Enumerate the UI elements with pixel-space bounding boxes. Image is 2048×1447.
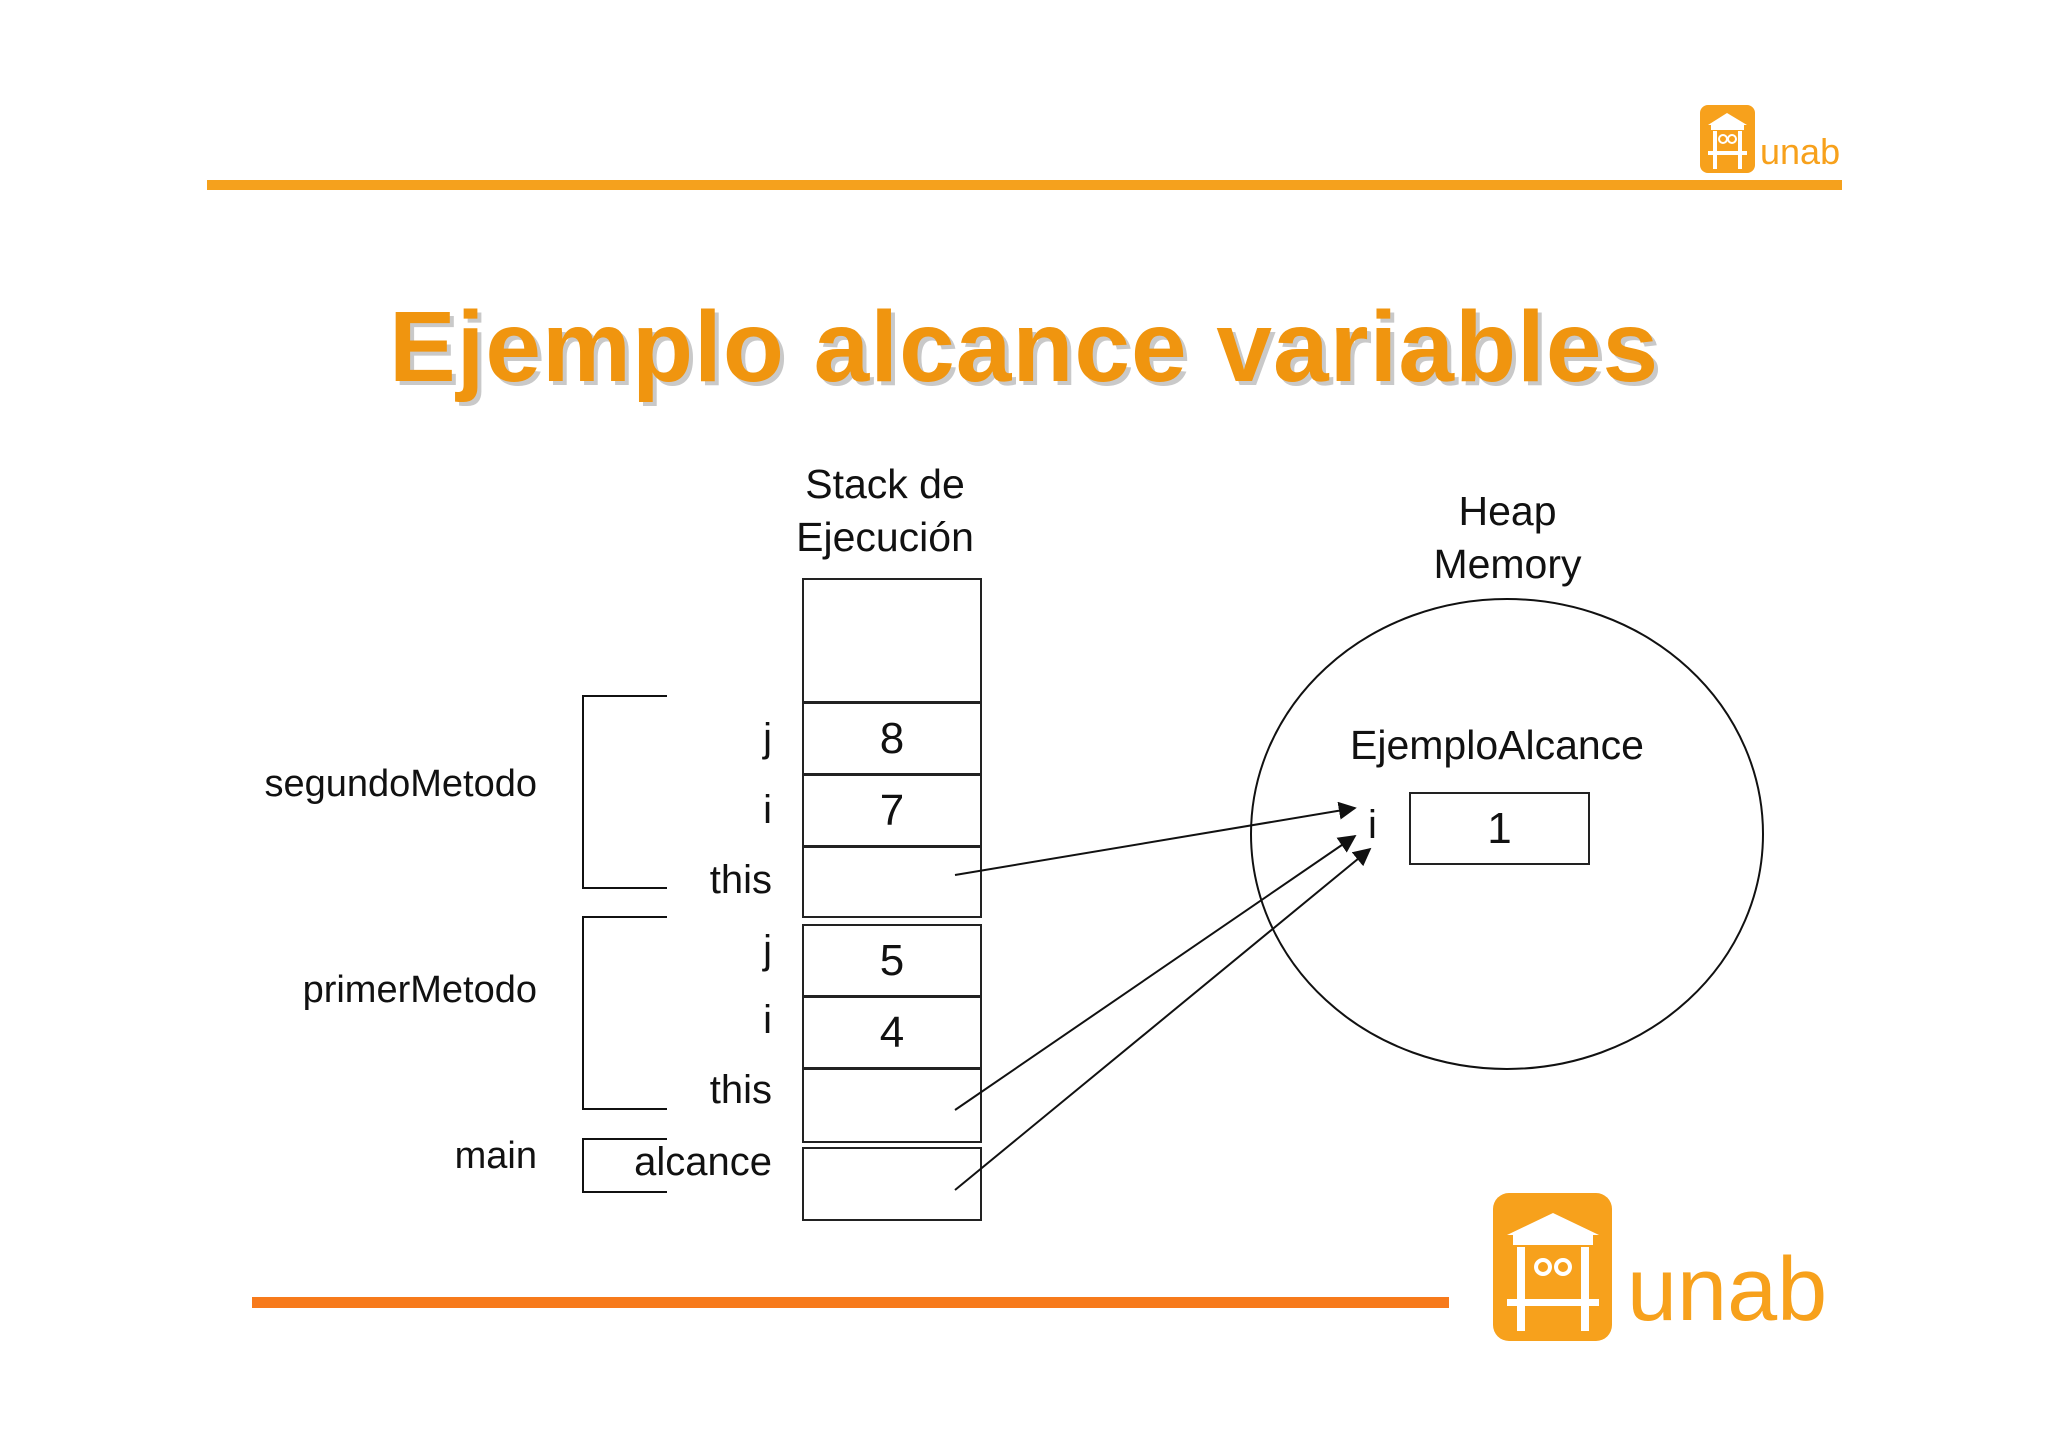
unab-logo-small: unab	[1700, 103, 1850, 175]
var-label-segundo-this: this	[709, 858, 772, 902]
var-label-segundo-j: j	[763, 716, 772, 760]
stack-header-line-2: Ejecución	[796, 514, 974, 560]
var-label-main-alcance: alcance	[634, 1140, 772, 1184]
bracket-main	[582, 1138, 667, 1193]
stack-cell-segundo-this	[802, 846, 982, 918]
building-icon	[1700, 105, 1755, 173]
stack-cell-segundo-j: 8	[802, 702, 982, 775]
logo-text-small: unab	[1760, 131, 1841, 172]
var-label-primer-i: i	[763, 998, 772, 1042]
var-label-primer-j: j	[763, 928, 772, 972]
stack-cell-primer-this	[802, 1068, 982, 1143]
heap-header: Heap Memory	[1400, 485, 1615, 591]
frame-label-segundo: segundoMetodo	[264, 763, 537, 805]
bracket-primer	[582, 916, 667, 1110]
stack-header-line-1: Stack de	[805, 461, 965, 507]
var-label-primer-this: this	[709, 1068, 772, 1112]
arrow-primer-this	[954, 834, 1357, 1111]
top-rule	[207, 180, 1842, 190]
heap-header-line-2: Memory	[1433, 541, 1582, 587]
arrow-segundo-this	[954, 801, 1357, 876]
page-title: Ejemplo alcance variables	[388, 291, 1660, 403]
heap-ellipse	[1250, 598, 1764, 1070]
heap-field-label: i	[1368, 803, 1377, 847]
heap-header-line-1: Heap	[1458, 488, 1557, 534]
bracket-segundo	[582, 695, 667, 889]
var-label-segundo-i: i	[763, 788, 772, 832]
frame-label-primer: primerMetodo	[302, 969, 537, 1011]
stack-cell-main-alcance	[802, 1147, 982, 1221]
heap-object-class: EjemploAlcance	[1350, 722, 1644, 768]
stack-header: Stack de Ejecución	[775, 458, 995, 564]
bottom-rule	[252, 1297, 1449, 1308]
frame-label-main: main	[454, 1135, 537, 1177]
building-icon	[1493, 1193, 1612, 1341]
arrow-main-alcance	[954, 847, 1372, 1191]
unab-logo-large: unab	[1493, 1193, 1827, 1343]
heap-field-value: 1	[1409, 792, 1590, 865]
stack-cell-segundo-i: 7	[802, 774, 982, 847]
logo-text-large: unab	[1627, 1240, 1828, 1340]
